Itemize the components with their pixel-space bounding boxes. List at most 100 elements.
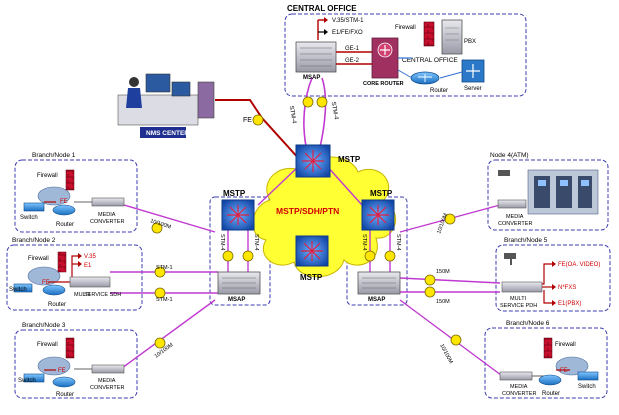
central-msap-label: MSAP xyxy=(303,75,320,81)
left-stm4-label-2: STM-4 xyxy=(253,234,259,251)
msap-left xyxy=(217,271,261,295)
branch6-router-label: Router xyxy=(542,391,560,397)
branch1-switch-label: Switch xyxy=(20,215,38,221)
mstp-bottom-label: MSTP xyxy=(300,273,323,282)
branch1-box xyxy=(14,159,138,233)
right-stm4-label: STM-4 xyxy=(361,234,367,251)
branch1-media-label: MEDIA xyxy=(98,212,116,218)
node4-label: Node 4(ATM) xyxy=(490,152,529,159)
branch3-router xyxy=(52,376,76,388)
link-fe-nms xyxy=(215,99,301,161)
branch2-box xyxy=(6,244,143,311)
link-top-right-mstp xyxy=(325,164,363,206)
central-firewall-label: Firewall xyxy=(395,25,416,31)
node4-box xyxy=(487,159,609,231)
left-stm4-label: STM-4 xyxy=(219,234,225,251)
branch3-firewall-label: Firewall xyxy=(37,342,58,348)
branch1-cloud xyxy=(37,186,71,206)
branch6-firewall-label: Firewall xyxy=(555,342,576,348)
atm-machines xyxy=(527,169,599,215)
branch5-service-pdh-label: SERVICE PDH xyxy=(500,303,537,309)
branch1-switch xyxy=(23,202,45,212)
rate-branch6: 10/100M xyxy=(438,343,454,365)
branch6-router xyxy=(538,374,562,386)
link-branch1 xyxy=(123,204,216,233)
branch3-media-label: MEDIA xyxy=(98,378,116,384)
stm1-label-b: STM-1 xyxy=(156,297,173,303)
branch2-multi-label: MULTI xyxy=(74,292,91,298)
branch3-converter-label: CONVERTER xyxy=(90,385,124,391)
central-e1-fe-fxo-label: E1/FE/FXO xyxy=(332,30,363,36)
server-label: Server xyxy=(464,86,482,92)
branch2-fe-label: FE xyxy=(42,280,50,286)
nms-center-workstation xyxy=(117,73,215,126)
stm4-label-right: STM-4 xyxy=(330,101,339,120)
branch2-router-label: Router xyxy=(48,302,66,308)
branch2-v35-label: V.35 xyxy=(84,254,96,260)
branch5-label: Branch/Node 5 xyxy=(504,237,548,244)
branch6-switch-label: Switch xyxy=(578,384,596,390)
link-markers xyxy=(151,96,462,349)
branch5-camera-icon xyxy=(504,253,516,265)
branch2-e1-label: E1 xyxy=(84,263,92,269)
msap-right xyxy=(357,271,401,295)
branch3-media-converter xyxy=(91,364,125,374)
branch5-multi-label: MULTI xyxy=(510,296,527,302)
branch6-fe-label: FE xyxy=(560,368,568,374)
branch6-firewall xyxy=(543,337,553,359)
stm4-label-left: STM-4 xyxy=(288,105,297,124)
node4-media-converter xyxy=(497,199,527,209)
branch2-router xyxy=(42,284,66,296)
branch2-switch-label: Switch xyxy=(9,287,27,293)
stm1-label-a: STM-1 xyxy=(156,265,173,271)
branch2-label: Branch/Node 2 xyxy=(12,237,56,244)
msap-left-label: MSAP xyxy=(228,297,245,303)
central-router-label: Router xyxy=(430,88,448,94)
central-v35-stm1-label: V.35/STM-1 xyxy=(332,18,364,24)
branch2-cloud xyxy=(27,266,61,286)
mstp-left xyxy=(221,199,255,231)
pbx-label: PBX xyxy=(464,39,476,45)
branch3-label: Branch/Node 3 xyxy=(22,322,66,329)
ge1-label: GE-1 xyxy=(345,46,360,52)
branch3-switch-label: Switch xyxy=(18,378,36,384)
link-stm4-left xyxy=(303,77,313,156)
cloud-label: MSTP/SDH/PTN xyxy=(276,206,339,216)
left-mstp-box xyxy=(209,196,271,306)
branch2-firewall xyxy=(57,251,67,273)
central-office-title: CENTRAL OFFICE xyxy=(287,4,357,13)
branch1-converter-label: CONVERTER xyxy=(90,219,124,225)
branch5-nfxs-label: N*FXS xyxy=(558,285,576,291)
nms-center-badge xyxy=(140,127,186,138)
branch6-media-label: MEDIA xyxy=(510,384,528,390)
branch3-firewall xyxy=(65,337,75,359)
rate-150m-a: 150M xyxy=(436,269,450,275)
rate-150m-b: 150M xyxy=(436,299,450,305)
branch1-fe-label: FE xyxy=(60,199,68,205)
branch5-e1-pbx-label: E1(PBX) xyxy=(558,301,581,307)
link-stm4-right xyxy=(317,77,327,156)
branch5-box xyxy=(495,244,611,312)
node4-media-label: MEDIA xyxy=(506,214,524,220)
central-firewall xyxy=(423,21,435,47)
branch3-switch xyxy=(23,373,45,383)
branch2-multi-service-sdh xyxy=(69,276,111,288)
right-stm4-label-2: STM-4 xyxy=(395,234,401,251)
branch3-box xyxy=(14,329,138,399)
branch2-switch xyxy=(13,283,33,293)
branch1-media-converter xyxy=(91,197,125,207)
link-top-left-mstp xyxy=(257,164,301,206)
branch3-router-label: Router xyxy=(56,392,74,398)
branch5-multi-service-pdh xyxy=(501,281,543,293)
core-router xyxy=(371,37,399,79)
branch5-fe-oa-video-label: FE(OA. VIDEO) xyxy=(558,262,600,268)
mstp-right xyxy=(361,199,395,231)
mstp-top xyxy=(295,144,331,178)
ge2-label: GE-2 xyxy=(345,58,360,64)
pbx-icon xyxy=(441,19,463,55)
central-router-icon xyxy=(410,71,440,85)
node4-camera-icon xyxy=(498,170,510,176)
central-office-inner-label: CENTRAL OFFICE xyxy=(402,57,458,64)
node4-converter-label: CONVERTER xyxy=(498,221,532,227)
